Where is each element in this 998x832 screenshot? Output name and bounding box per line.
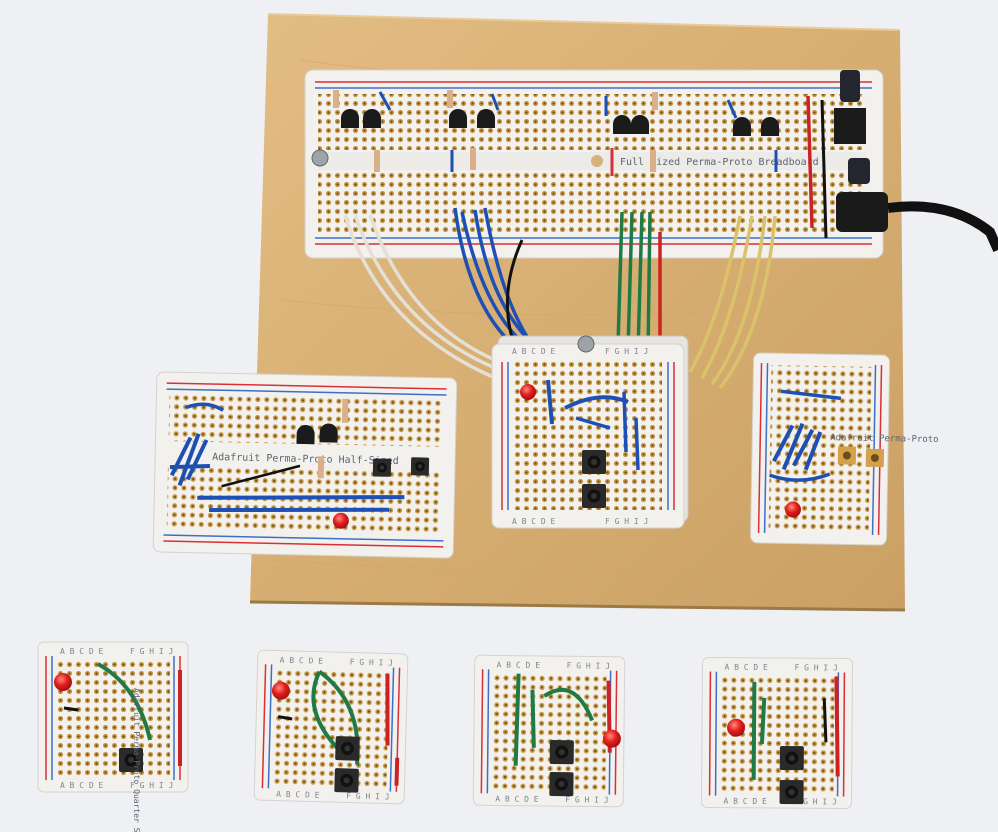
center-rows-left: A B C D E [512,347,556,356]
center-board: A B C D E F G H I J A B C D E F G H I J [491,335,689,529]
small-board-1-label: Adafruit Perma-Proto Quarter Sized [132,688,141,832]
main-breadboard: Full Sized Perma-Proto Breadboard [304,69,998,259]
svg-text:A B C D E: A B C D E [512,517,556,526]
left-board-label: Adafruit Perma-Proto Half-Sized [212,452,399,467]
left-board: Adafruit Perma-Proto Half-Sized [152,371,458,559]
main-board-label: Full Sized Perma-Proto Breadboard [620,157,819,168]
small-board-4 [700,656,854,810]
svg-text:F G H I J: F G H I J [605,517,648,526]
wire-bundle-green [616,211,652,353]
right-board: Adafruit Perma-Proto [750,352,939,546]
wire-bundle-yellow [688,215,777,390]
right-board-label: Adafruit Perma-Proto [830,433,939,445]
small-board-3 [472,654,626,808]
small-board-1: Adafruit Perma-Proto Quarter Sized [37,641,189,832]
small-board-2 [253,649,409,805]
wire-bundle-white [343,214,511,382]
center-rows-right: F G H I J [605,347,648,356]
